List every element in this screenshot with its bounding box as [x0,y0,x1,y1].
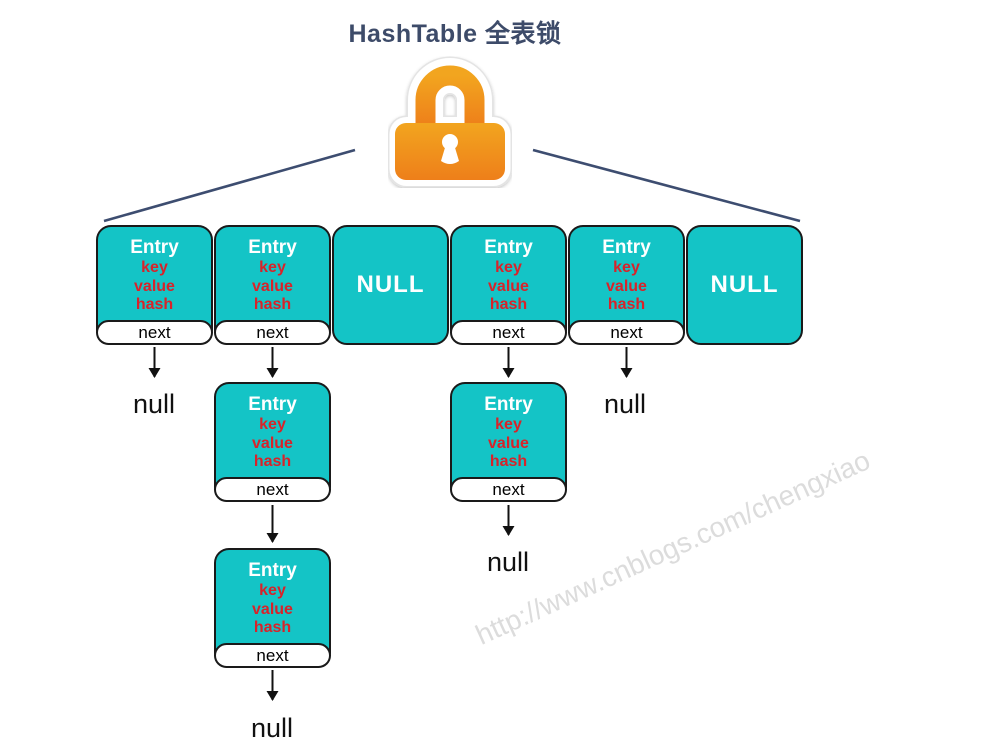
entry-field-key: key [613,259,640,276]
entry-field-hash: hash [253,619,292,636]
entry-field-hash: hash [607,296,646,313]
entry-title: Entry [248,394,297,415]
padlock-icon [388,56,512,188]
entry-title: Entry [602,237,651,258]
entry-box: Entry key value hash next [450,225,567,345]
lock-edge-right [532,148,801,223]
null-reference: null [603,389,647,419]
entry-field-hash: hash [135,296,174,313]
entry-title: Entry [484,237,533,258]
next-pointer: next [214,643,331,668]
null-box-label: NULL [710,271,779,298]
entry-field-value: value [488,434,529,452]
entry-field-key: key [259,582,286,599]
diagram-title: HashTable 全表锁 [348,20,562,48]
null-reference: null [250,713,294,743]
entry-title: Entry [130,237,179,258]
entry-field-value: value [134,277,175,295]
entry-box: Entry key value hash next [450,382,567,502]
entry-field-key: key [259,416,286,433]
entry-title: Entry [248,237,297,258]
next-pointer: next [96,320,213,345]
entry-box: Entry key value hash next [96,225,213,345]
entry-title: Entry [484,394,533,415]
entry-field-value: value [488,277,529,295]
entry-field-hash: hash [253,453,292,470]
entry-field-hash: hash [253,296,292,313]
entry-box: Entry key value hash next [568,225,685,345]
entry-field-key: key [495,259,522,276]
null-box: NULL [686,225,803,345]
next-pointer: next [450,477,567,502]
lock-edge-left [103,148,356,223]
entry-box: Entry key value hash next [214,382,331,502]
null-reference: null [132,389,176,419]
entry-field-value: value [252,434,293,452]
entry-field-hash: hash [489,453,528,470]
next-pointer: next [568,320,685,345]
null-reference: null [486,547,530,577]
null-box-label: NULL [356,271,425,298]
entry-field-key: key [495,416,522,433]
entry-field-key: key [141,259,168,276]
entry-box: Entry key value hash next [214,225,331,345]
entry-field-value: value [252,600,293,618]
entry-field-value: value [606,277,647,295]
entry-title: Entry [248,560,297,581]
entry-field-value: value [252,277,293,295]
entry-box: Entry key value hash next [214,548,331,668]
next-pointer: next [214,477,331,502]
entry-field-key: key [259,259,286,276]
null-box: NULL [332,225,449,345]
next-pointer: next [450,320,567,345]
entry-field-hash: hash [489,296,528,313]
next-pointer: next [214,320,331,345]
